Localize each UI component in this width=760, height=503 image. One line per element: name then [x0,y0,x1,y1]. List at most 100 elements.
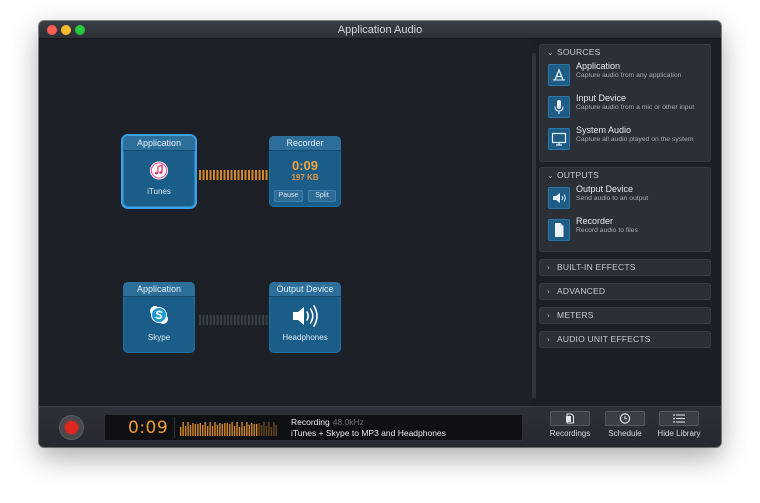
list-icon [673,414,685,423]
library-item-title: Application [576,61,621,71]
advanced-panel[interactable]: ›ADVANCED [539,283,711,300]
node-header: Application [123,282,195,297]
chevron-right-icon: › [547,287,550,296]
schedule-button[interactable]: Schedule [595,411,655,443]
library-item-title: Recorder [576,216,614,226]
library-item-title: Output Device [576,184,634,194]
meter-segment [226,423,228,436]
meter-segment [236,422,238,436]
library-item-description: Capture all audio played on the system [576,136,694,143]
connection-itunes-recorder[interactable] [199,170,269,180]
close-window-button[interactable] [47,25,57,35]
meter-segment [241,422,243,436]
pause-button[interactable]: Pause [274,190,303,202]
meter-segment [238,427,241,436]
library-item-description: Send audio to an output [576,195,649,202]
level-meter [180,422,277,436]
meter-segment [253,424,255,436]
meter-segment [229,424,231,436]
meter-segment [184,426,187,436]
library-item-description: Capture audio from any application [576,72,682,79]
meter-segment [275,425,277,436]
meters-panel[interactable]: ›METERS [539,307,711,324]
window-title: Application Audio [337,24,423,36]
meter-segment [194,424,197,436]
meter-segment [258,423,260,436]
node-header: Application [123,136,195,151]
meter-segment [260,425,263,436]
hide-library-button[interactable]: Hide Library [649,411,709,443]
meter-segment [216,425,219,436]
elapsed-time: 0:09 [128,418,169,438]
meter-segment [265,426,268,436]
meter-segment [180,427,182,436]
meter-segment [268,422,270,436]
recordings-button[interactable]: Recordings [540,411,600,443]
meter-segment [197,424,199,436]
library-item-recorder[interactable]: Recorder Record audio to files [539,216,711,248]
split-button[interactable]: Split [308,190,336,202]
recorder-node[interactable]: Recorder 0:09 197 KB Pause Split [269,136,341,207]
meter-segment [221,424,224,436]
outputs-header[interactable]: ⌄OUTPUTS [539,167,711,184]
file-icon [548,219,570,241]
meter-segment [273,422,275,436]
library-item-title: Input Device [576,93,627,103]
meter-segment [211,426,214,436]
library-item-system-audio[interactable]: System Audio Capture all audio played on… [539,125,711,157]
meter-segment [246,422,248,436]
record-button[interactable] [59,415,84,440]
node-label: Skype [147,333,171,342]
meter-segment [224,423,226,436]
status-text: Recording [291,417,330,427]
output-device-node[interactable]: Output Device Headphones [269,282,341,353]
meter-segment [251,423,253,436]
minimize-window-button[interactable] [61,25,71,35]
chevron-down-icon: ⌄ [547,48,554,57]
built-in-effects-panel[interactable]: ›BUILT-IN EFFECTS [539,259,711,276]
chevron-right-icon: › [547,311,550,320]
outputs-panel: ⌄OUTPUTS Output Device Send audio to an … [539,167,711,252]
display-divider [174,417,175,438]
monitor-icon [548,128,570,150]
meter-segment [209,422,211,436]
library-item-input-device[interactable]: Input Device Capture audio from a mic or… [539,93,711,125]
sources-header[interactable]: ⌄SOURCES [539,44,711,61]
library-scrollbar[interactable] [532,53,536,398]
itunes-icon [150,161,168,180]
app-window: Application Audio Application iTunes Rec… [39,21,721,447]
node-header: Recorder [269,136,341,151]
speaker-icon [548,187,570,209]
meter-segment [189,425,192,436]
sources-panel: ⌄SOURCES Application Capture audio from … [539,44,711,162]
meter-segment [248,425,250,436]
sample-rate: 48.0kHz [332,417,364,427]
session-description: iTunes + Skype to MP3 and Headphones [291,428,446,438]
clock-icon [619,413,631,424]
source-node-itunes[interactable]: Application iTunes [123,136,195,207]
meter-segment [204,422,206,436]
recorder-file-size: 197 KB [291,173,319,182]
connection-skype-output[interactable] [199,315,269,325]
library-item-output-device[interactable]: Output Device Send audio to an output [539,184,711,216]
record-dot-icon [65,421,78,434]
library-sidebar: ⌄SOURCES Application Capture audio from … [539,44,711,353]
microphone-icon [548,96,570,118]
meter-segment [187,422,189,436]
meter-segment [270,427,273,436]
audio-graph-canvas[interactable]: Application iTunes Recorder 0:09 197 KB … [39,39,531,406]
meter-segment [233,426,236,436]
library-item-application[interactable]: Application Capture audio from any appli… [539,61,711,93]
audio-unit-effects-panel[interactable]: ›AUDIO UNIT EFFECTS [539,331,711,348]
zoom-window-button[interactable] [75,25,85,35]
meter-segment [192,423,194,436]
source-node-skype[interactable]: Application Skype [123,282,195,353]
skype-icon [150,306,168,324]
chevron-down-icon: ⌄ [547,171,554,180]
meter-segment [182,422,184,436]
meter-segment [263,422,265,436]
meter-segment [231,422,233,436]
